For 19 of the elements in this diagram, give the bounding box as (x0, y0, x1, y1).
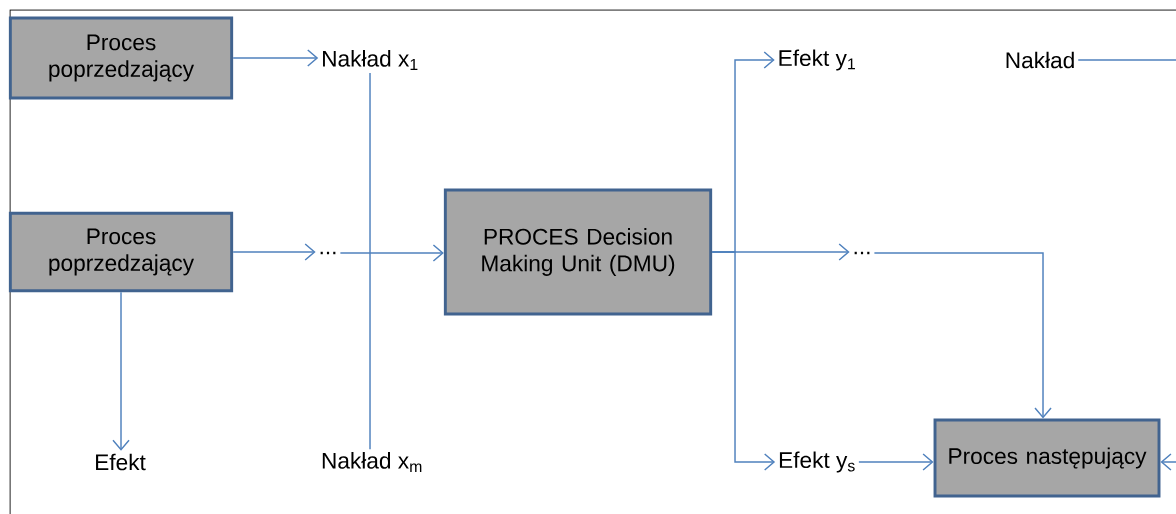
arrow (112, 291, 130, 451)
arrow (873, 252, 1052, 419)
arrow (232, 243, 316, 261)
text-label: Nakład (1006, 51, 1074, 69)
process-box: Proces następujący (933, 418, 1161, 498)
process-box: PROCES Decision Making Unit (DMU) (443, 188, 713, 316)
arrow (858, 453, 934, 471)
arrow (339, 244, 444, 262)
arrow (232, 49, 319, 67)
text-label: Nakład x$_{1}$ (323, 50, 418, 70)
text-label: ... (854, 251, 870, 255)
text-label: Efekt y$_{1}$ (779, 49, 855, 71)
process-box: Proces poprzedzający (8, 211, 234, 293)
process-box: Proces poprzedzający (8, 16, 234, 100)
text-label: ... (320, 251, 336, 255)
text-label: Efekt y$_{s}$ (779, 451, 855, 473)
text-label: Efekt (96, 453, 146, 471)
text-label: Nakład x$_{m}$ (322, 452, 422, 472)
arrow (711, 251, 776, 471)
